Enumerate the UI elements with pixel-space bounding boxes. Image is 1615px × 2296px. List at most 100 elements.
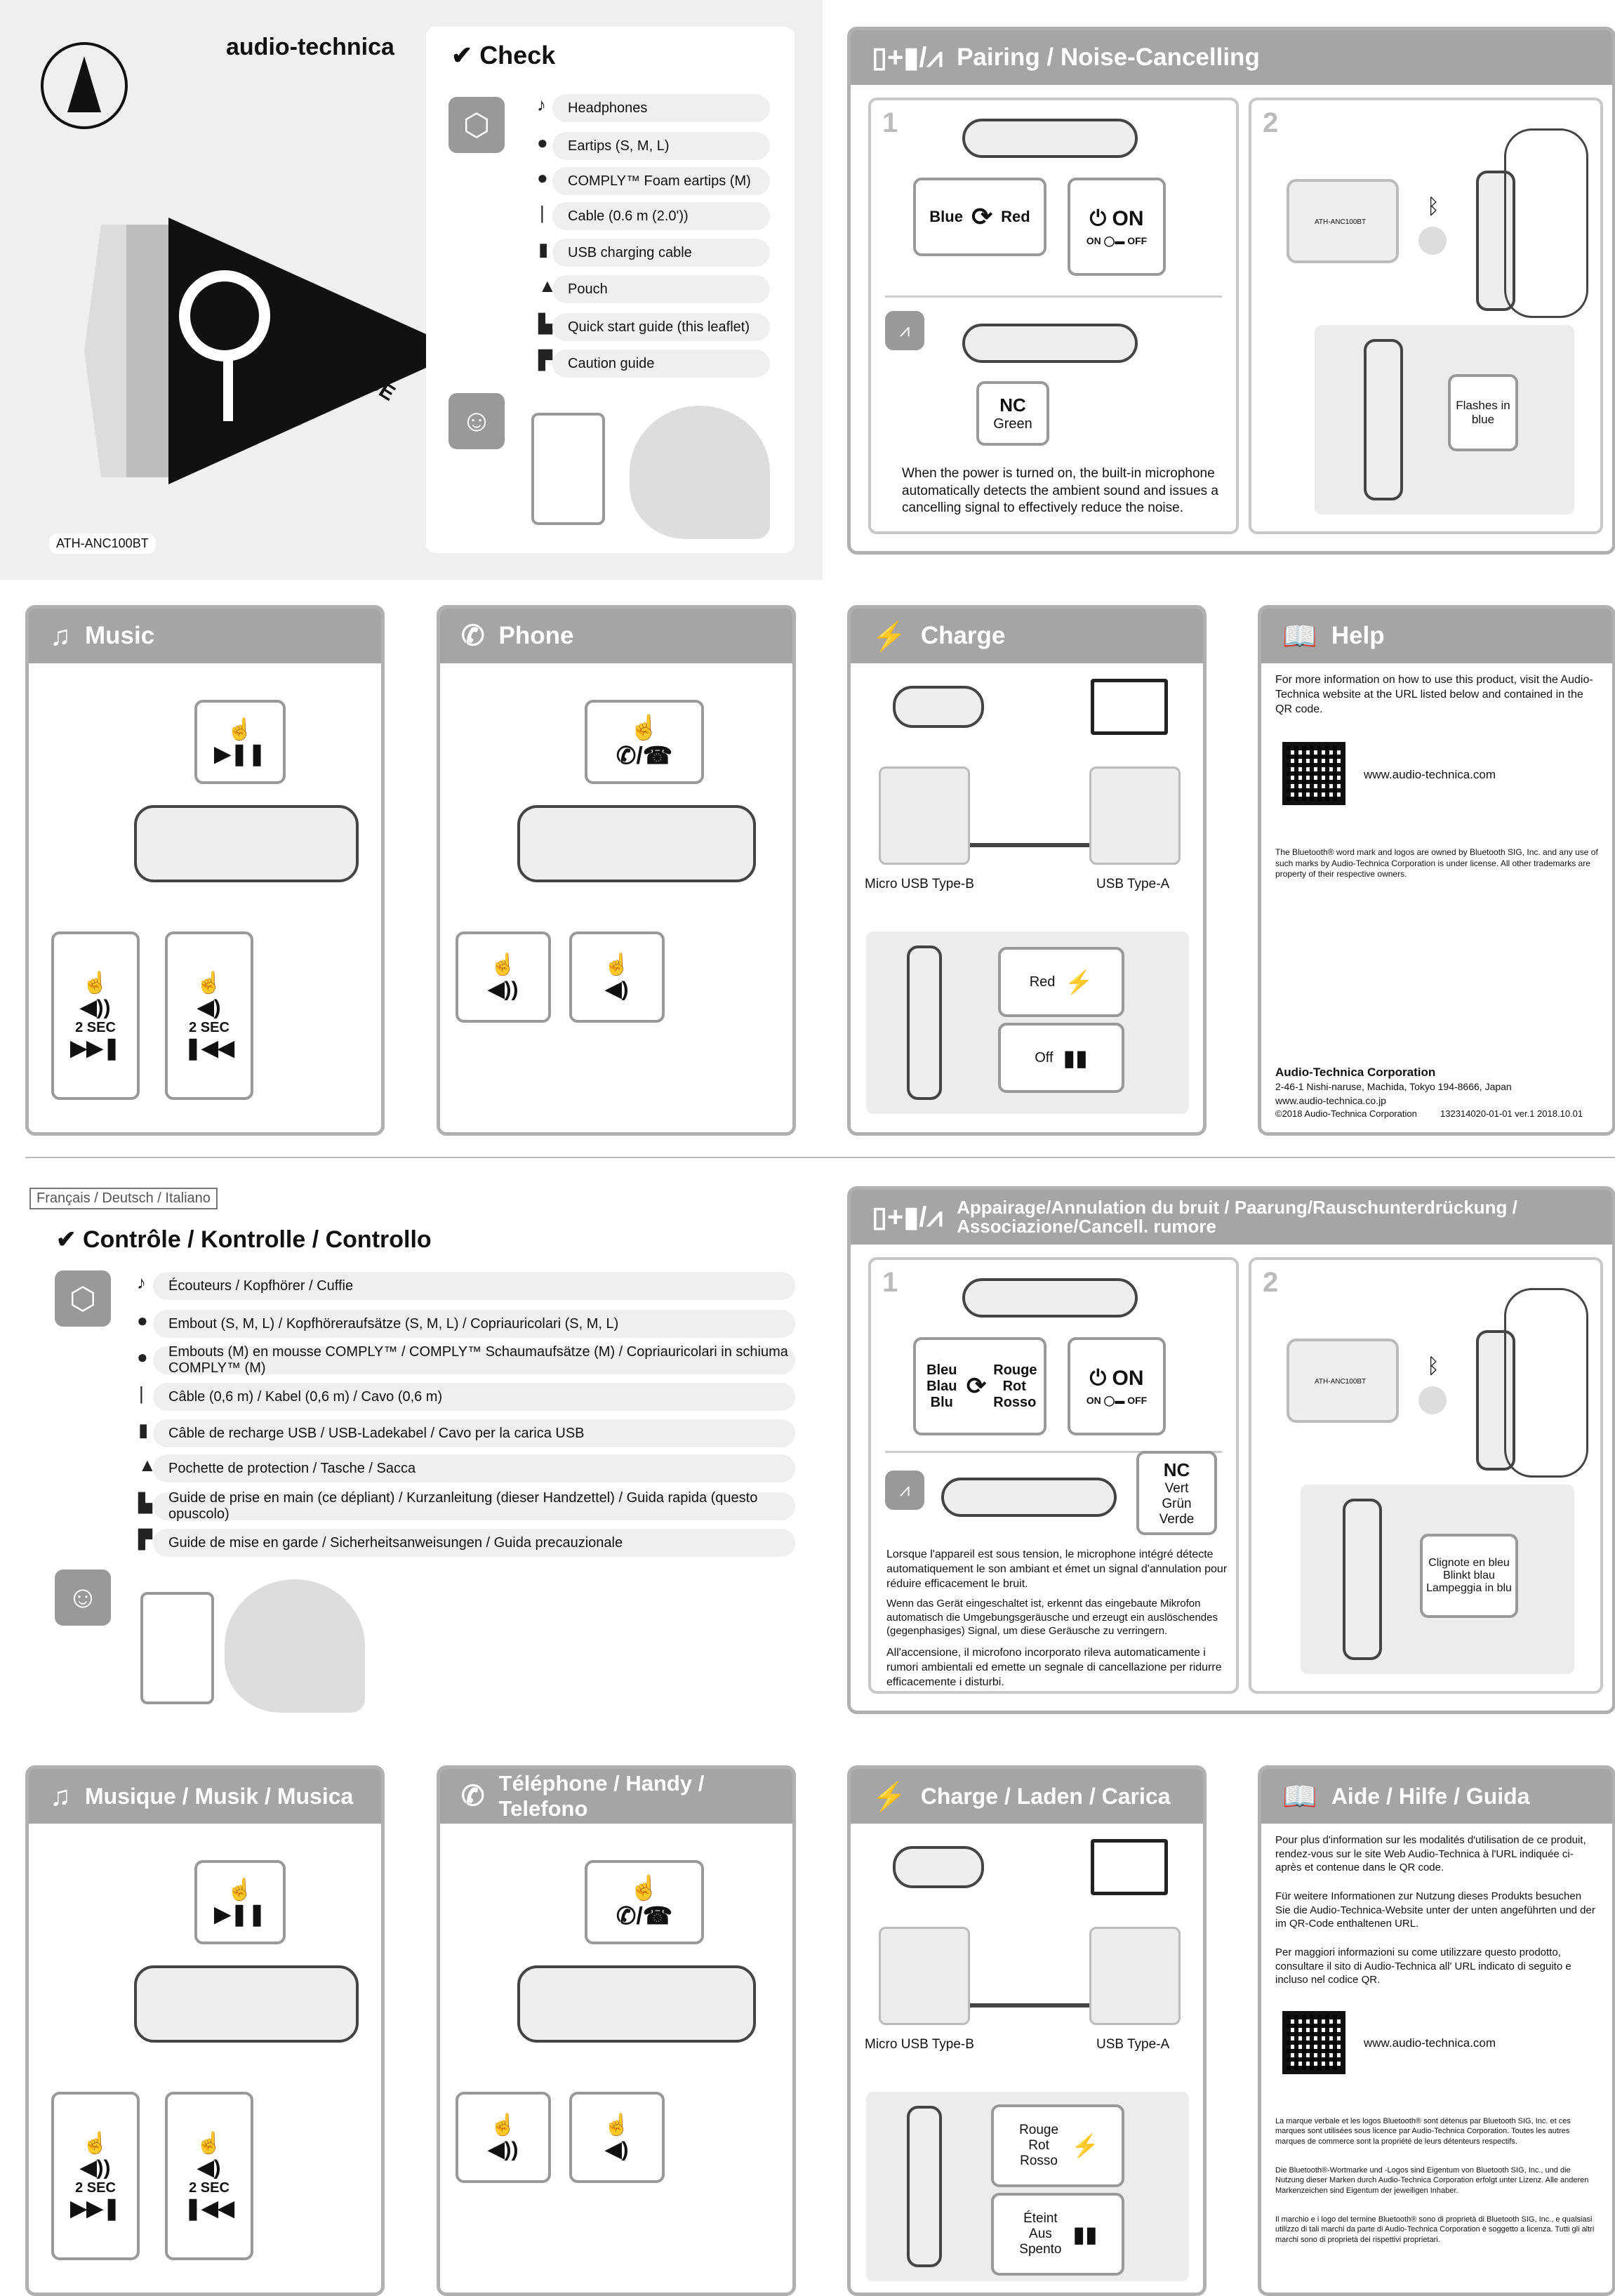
charging-callout: Rouge Rot Rosso⚡ <box>991 2104 1124 2187</box>
controle-item-7: Guide de mise en garde / Sicherheitsanwe… <box>153 1529 795 1557</box>
appairage-title: Appairage/Annulation du bruit / Paarung/… <box>957 1197 1517 1237</box>
music-title: Music <box>85 622 155 649</box>
nc-label: NC <box>1163 1459 1190 1480</box>
charge-icon: ⚡ <box>872 621 907 652</box>
red-label: Rouge Rot Rosso <box>1019 2123 1059 2168</box>
tap-icon: ☝ <box>629 715 660 741</box>
logo-mark-icon <box>67 56 101 112</box>
volume-up-icon: ◀)) <box>488 2138 519 2161</box>
phone-icon: ✆ <box>461 1781 485 1812</box>
charge-header: ⚡Charge <box>851 609 1203 663</box>
aide-panel: 📖Aide / Hilfe / Guida Pour plus d'inform… <box>1258 1765 1615 2296</box>
remote-device-music <box>134 1965 359 2043</box>
head-illustration <box>225 1579 365 1713</box>
volume-up-icon: ◀)) <box>488 978 519 1001</box>
controle-item-1: Embout (S, M, L) / Kopfhöreraufsätze (S,… <box>153 1310 795 1338</box>
step-number: 1 <box>882 1267 898 1298</box>
check-item-pouch: Pouch <box>552 275 770 303</box>
music-header: ♫Music <box>29 609 381 663</box>
caution-icon: ▛ <box>538 350 552 371</box>
tap-icon: ☝ <box>604 953 630 976</box>
remote-device-vertical <box>1476 171 1515 311</box>
step-number: 2 <box>1263 107 1279 138</box>
cable-icon: | <box>139 1383 144 1404</box>
wearing-icon: ☺ <box>55 1570 111 1626</box>
usb-cable-line <box>970 2003 1089 2008</box>
phone-header: ✆Phone <box>440 609 792 663</box>
volume-down-icon: ◀) <box>197 2156 221 2179</box>
eartips-icon: ● <box>137 1310 148 1331</box>
charging-callout: Red⚡ <box>998 947 1124 1017</box>
vol-down-callout: ☝◀) <box>569 2092 665 2183</box>
call-callout: ☝✆/☎ <box>585 700 704 784</box>
power-callout: ⏻ ON ON ◯▬ OFF <box>1068 178 1166 276</box>
smartphone-illustration: ATH-ANC100BT <box>1287 1339 1399 1423</box>
aide-tm-de: Die Bluetooth®-Wortmarke und -Logos sind… <box>1275 2166 1589 2195</box>
on-label: ON <box>1112 1366 1144 1390</box>
telephone-title: Téléphone / Handy / Telefono <box>498 1771 705 1821</box>
micro-usb-box <box>879 1927 970 2025</box>
device-name: ATH-ANC100BT <box>1315 1378 1367 1386</box>
aide-url: www.audio-technica.com <box>1364 2036 1496 2050</box>
nc-icon: ⩘ <box>885 311 924 350</box>
tap-icon: ☝ <box>490 953 517 976</box>
aide-title: Aide / Hilfe / Guida <box>1331 1783 1530 1809</box>
check-title-text: Check <box>479 41 556 69</box>
remote-device-music <box>134 805 359 882</box>
aide-de: Für weitere Informationen zur Nutzung di… <box>1275 1890 1595 1930</box>
remote-device-side <box>1364 339 1403 500</box>
usb-a-box <box>1089 767 1181 865</box>
charge-icon: ⚡ <box>872 1781 907 1812</box>
tap-icon: ☝ <box>82 971 109 995</box>
charge-panel: ⚡Charge Micro USB Type-B USB Type-A Red⚡… <box>847 605 1207 1136</box>
flash-label: Flashes in blue <box>1456 399 1510 426</box>
leaflet-icon: ▙ <box>138 1492 152 1513</box>
red-label: Red <box>1029 974 1056 990</box>
prev-track-icon: ❚◀◀ <box>184 2197 234 2220</box>
charged-callout: Éteint Aus Spento▮▮ <box>991 2193 1124 2276</box>
controle-item-0: Écouteurs / Kopfhörer / Cuffie <box>153 1272 795 1300</box>
musique-title: Musique / Musik / Musica <box>85 1783 354 1809</box>
check-item-leaflet: Quick start guide (this leaflet) <box>552 313 770 341</box>
help-panel: 📖Help For more information on how to use… <box>1258 605 1615 1136</box>
remote-device-side <box>907 2106 942 2267</box>
usb-a-label: USB Type-A <box>1096 877 1170 891</box>
off-label: Éteint Aus Spento <box>1019 2211 1062 2257</box>
box-icon: ⬡ <box>55 1270 111 1327</box>
vol-up-callout: ☝◀)) <box>456 2092 551 2183</box>
cover-earbud-icon <box>179 270 270 361</box>
smartphone-illustration: ATH-ANC100BT <box>1287 179 1399 263</box>
refresh-icon: ⟳ <box>971 202 993 231</box>
check-item-eartips: Eartips (S, M, L) <box>552 132 770 160</box>
remote-device-side <box>907 945 942 1100</box>
appairage-header: ▯+▮/⩘ Appairage/Annulation du bruit / Pa… <box>851 1190 1612 1245</box>
aide-header: 📖Aide / Hilfe / Guida <box>1261 1769 1612 1824</box>
refresh-icon: ⟳ <box>966 1373 987 1400</box>
cable-icon: | <box>540 202 545 223</box>
foam-eartips-icon: ● <box>137 1346 148 1367</box>
laptop-icon <box>1091 679 1168 735</box>
prev-track-icon: ❚◀◀ <box>184 1037 234 1060</box>
call-answer-end-icon: ✆/☎ <box>616 1903 673 1930</box>
bluetooth-icon: ᛒ <box>1427 1355 1440 1378</box>
vol-up-callout: ☝◀))2 SEC▶▶❚ <box>51 2092 140 2260</box>
nc-callout: NC Vert Grün Verde <box>1136 1451 1217 1535</box>
telephone-panel: ✆Téléphone / Handy / Telefono ☝✆/☎ ☝◀)) … <box>437 1765 796 2296</box>
device-name: ATH-ANC100BT <box>1315 218 1367 226</box>
earphone-cable <box>1504 128 1588 318</box>
leaflet-icon: ▙ <box>538 313 552 334</box>
tap-icon: ☝ <box>82 2132 109 2155</box>
aide-tm-fr: La marque verbale et les logos Bluetooth… <box>1275 2117 1571 2146</box>
switch-off: OFF <box>1127 1394 1148 1406</box>
help-site: www.audio-technica.co.jp <box>1275 1095 1386 1106</box>
volume-down-icon: ◀) <box>197 996 221 1019</box>
charged-callout: Off▮▮ <box>998 1023 1124 1093</box>
appairage-panel: ▯+▮/⩘ Appairage/Annulation du bruit / Pa… <box>847 1186 1615 1714</box>
pairing-title: Pairing / Noise-Cancelling <box>957 44 1260 71</box>
pairing-step1: 1 Blue ⟳ Red ⏻ ON ON ◯▬ OFF ⩘ NC Green W… <box>868 98 1239 534</box>
appairage-title-line2: Associazione/Cancell. rumore <box>957 1216 1216 1237</box>
volume-up-icon: ◀)) <box>80 996 111 1019</box>
play-pause-icon: ▶❚❚ <box>214 1903 266 1926</box>
charge-ml-title: Charge / Laden / Carica <box>920 1783 1171 1809</box>
earphone-cable <box>1504 1288 1588 1478</box>
